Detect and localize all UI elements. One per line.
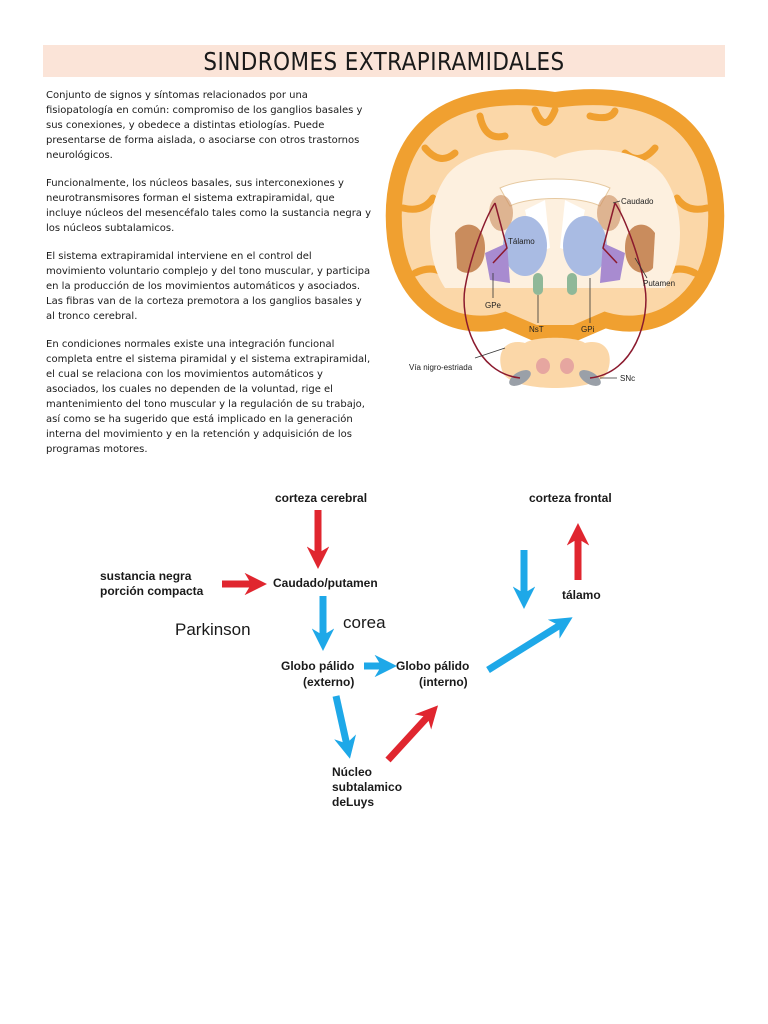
label-interno: (interno)	[419, 675, 468, 689]
talamo-left	[503, 216, 547, 276]
label-caudado: Caudado	[621, 197, 654, 206]
globo-palido-left	[485, 243, 510, 283]
label-deluys: deLuys	[332, 795, 374, 809]
body-text: Conjunto de signos y síntomas relacionad…	[46, 88, 372, 470]
label-parkinson: Parkinson	[175, 620, 251, 639]
label-corea: corea	[343, 613, 386, 632]
label-externo: (externo)	[303, 675, 354, 689]
nst-left	[533, 273, 543, 295]
arrow-gp-interno-to-talamo	[486, 617, 573, 673]
via-nigro-estriada-lines	[463, 202, 647, 379]
label-via-nigro-estriada: Vía nigro-estriada	[409, 363, 473, 372]
putamen-left	[455, 224, 485, 273]
label-caudado-putamen: Caudado/putamen	[273, 576, 378, 590]
basal-ganglia-flow-diagram: corteza cerebral corteza frontal sustanc…	[100, 491, 612, 809]
nst-right	[567, 273, 577, 295]
paragraph-2: Funcionalmente, los núcleos basales, sus…	[46, 178, 372, 234]
label-globo-palido-externo: Globo pálido	[281, 659, 354, 673]
label-talamo: tálamo	[562, 588, 601, 602]
label-talamo: Tálamo	[508, 237, 535, 246]
label-gpi: GPi	[581, 325, 595, 334]
nucleo-rojo-left	[536, 358, 550, 374]
label-subtalamico: subtalamico	[332, 780, 402, 794]
label-gpe: GPe	[485, 301, 502, 310]
putamen-right	[625, 224, 655, 273]
label-corteza-frontal: corteza frontal	[529, 491, 612, 505]
label-nst: NsT	[529, 325, 544, 334]
leader-lines	[474, 200, 648, 379]
brain-coronal-section-illustration: Caudado Tálamo Putamen GPe NsT GPi Vía n…	[385, 89, 725, 388]
arrow-nucleo-to-gp-interno	[385, 705, 439, 763]
label-nucleo: Núcleo	[332, 765, 372, 779]
label-corteza-cerebral: corteza cerebral	[275, 491, 367, 505]
talamo-right	[563, 216, 607, 276]
paragraph-3: El sistema extrapiramidal interviene en …	[46, 251, 371, 322]
arrow-gp-externo-to-nucleo	[332, 695, 357, 759]
label-sustancia-negra: sustancia negra	[100, 569, 192, 583]
globo-palido-right	[600, 243, 625, 283]
page-title: SINDROMES EXTRAPIRAMIDALES	[203, 47, 565, 76]
nucleo-rojo-right	[560, 358, 574, 374]
label-snc: SNc	[620, 374, 635, 383]
label-globo-palido-interno: Globo pálido	[396, 659, 469, 673]
title-bar: SINDROMES EXTRAPIRAMIDALES	[43, 45, 725, 77]
label-putamen: Putamen	[643, 279, 675, 288]
cortex-gyri	[399, 106, 711, 282]
paragraph-4: En condiciones normales existe una integ…	[46, 339, 371, 455]
paragraph-1: Conjunto de signos y síntomas relacionad…	[46, 90, 363, 161]
label-porcion-compacta: porción compacta	[100, 584, 204, 598]
